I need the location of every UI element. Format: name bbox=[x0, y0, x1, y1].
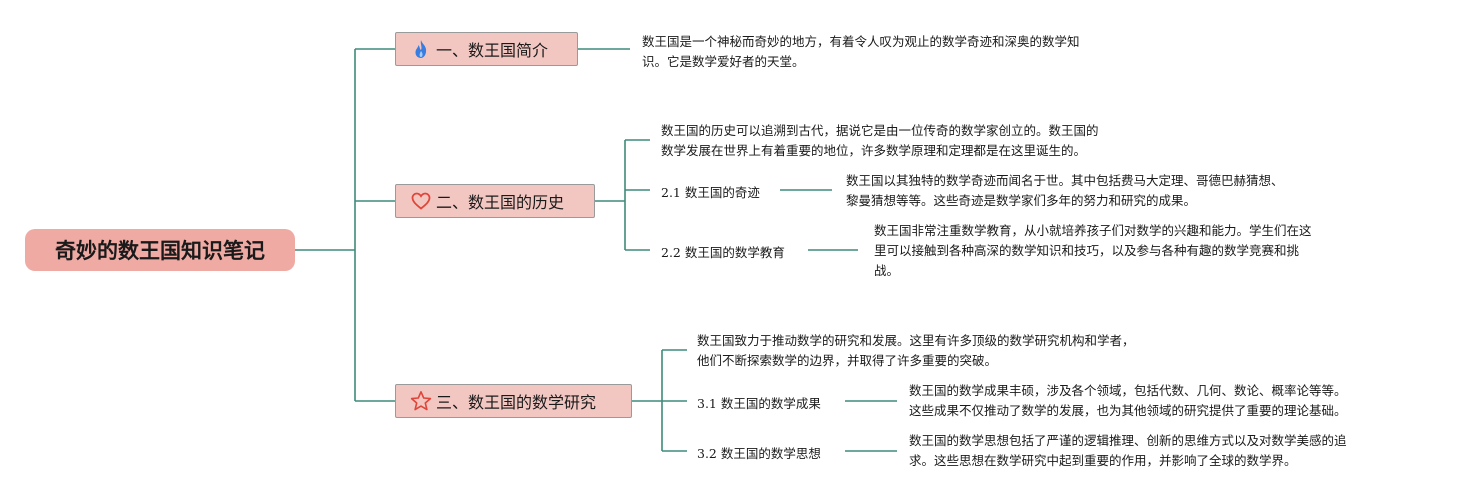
subtopic-label[interactable]: 2.1 数王国的奇迹 bbox=[661, 185, 760, 200]
subtopic-text: 数王国以其独特的数学奇迹而闻名于世。其中包括费马大定理、哥德巴赫猜想、 黎曼猜想… bbox=[846, 173, 1284, 208]
root-node[interactable]: 奇妙的数王国知识笔记 bbox=[25, 229, 295, 271]
subtopic-text: 数王国非常注重数学教育，从小就培养孩子们对数学的兴趣和能力。学生们在这 里可以接… bbox=[874, 223, 1312, 278]
flame-icon bbox=[410, 38, 432, 60]
branch-node-research[interactable]: 三、数王国的数学研究 bbox=[395, 384, 632, 418]
branch-text-intro: 数王国是一个神秘而奇妙的地方，有着令人叹为观止的数学奇迹和深奥的数学知 识。它是… bbox=[642, 34, 1080, 69]
branch-text-research: 数王国致力于推动数学的研究和发展。这里有许多顶级的数学研究机构和学者， 他们不断… bbox=[697, 333, 1135, 368]
branch-label: 二、数王国的历史 bbox=[436, 193, 565, 212]
root-title: 奇妙的数王国知识笔记 bbox=[55, 239, 265, 263]
branch-node-intro[interactable]: 一、数王国简介 bbox=[395, 32, 578, 66]
branch-text-history: 数王国的历史可以追溯到古代，据说它是由一位传奇的数学家创立的。数王国的 数学发展… bbox=[661, 123, 1099, 158]
subtopic-label[interactable]: 3.1 数王国的数学成果 bbox=[697, 396, 821, 411]
subtopic-text: 数王国的数学成果丰硕，涉及各个领域，包括代数、几何、数论、概率论等等。 这些成果… bbox=[909, 383, 1347, 418]
branch-label: 三、数王国的数学研究 bbox=[436, 393, 597, 412]
subtopic-label[interactable]: 2.2 数王国的数学教育 bbox=[661, 245, 785, 260]
branch-node-history[interactable]: 二、数王国的历史 bbox=[395, 184, 595, 218]
subtopic-text: 数王国的数学思想包括了严谨的逻辑推理、创新的思维方式以及对数学美感的追 求。这些… bbox=[909, 433, 1347, 468]
subtopic-label[interactable]: 3.2 数王国的数学思想 bbox=[697, 446, 821, 461]
heart-icon bbox=[410, 190, 432, 212]
branch-label: 一、数王国简介 bbox=[436, 41, 549, 60]
star-icon bbox=[410, 390, 432, 412]
